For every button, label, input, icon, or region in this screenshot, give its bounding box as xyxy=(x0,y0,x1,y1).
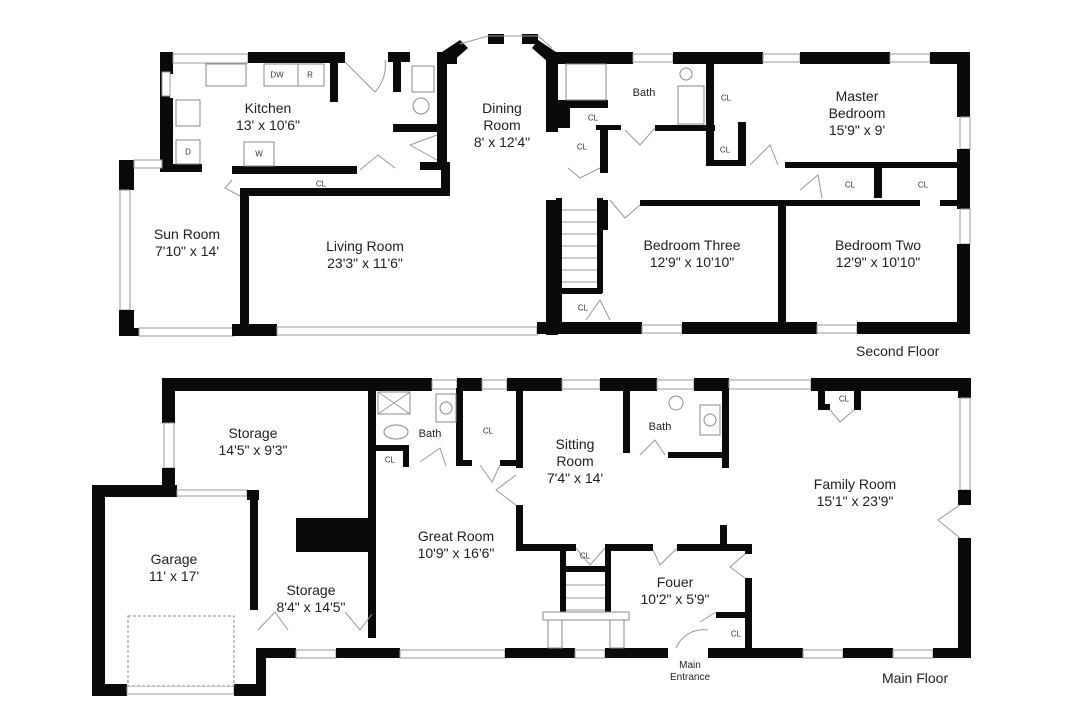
closet-label: CL xyxy=(587,113,599,123)
closet-label: CL xyxy=(844,180,856,190)
room-dining: Dining Room 8' x 12'4" xyxy=(462,100,542,151)
room-dimensions: 8'4" x 14'5" xyxy=(276,599,346,615)
room-name: Great Room xyxy=(417,528,495,544)
room-name: Bedroom Three xyxy=(643,237,741,253)
room-name: Garage xyxy=(150,551,198,567)
room-dimensions: 13' x 10'6" xyxy=(235,117,301,133)
room-name: Sitting Room xyxy=(555,436,595,469)
room-dimensions: 15'9" x 9' xyxy=(828,122,886,138)
room-dimensions: 7'4" x 14' xyxy=(546,470,604,486)
room-name: Living Room xyxy=(326,238,404,254)
room-dimensions: 10'2" x 5'9" xyxy=(640,591,710,607)
room-dimensions: 8' x 12'4" xyxy=(473,134,531,150)
room-dimensions: 7'10" x 14' xyxy=(154,243,220,259)
room-dimensions: 15'1" x 23'9" xyxy=(816,493,894,509)
room-dimensions: 11' x 17' xyxy=(148,568,200,584)
room-dimensions: 12'9" x 10'10" xyxy=(649,254,735,270)
room-great-room: Great Room 10'9" x 16'6" xyxy=(411,528,501,562)
room-name: Dining Room xyxy=(482,100,522,133)
room-name: Fouer xyxy=(656,574,694,590)
room-name: Bath xyxy=(648,421,672,433)
room-dimensions: 10'9" x 16'6" xyxy=(417,545,495,561)
room-living-room: Living Room 23'3" x 11'6" xyxy=(320,238,410,272)
closet-label: CL xyxy=(838,394,850,404)
room-storage-upper: Storage 14'5" x 9'3" xyxy=(219,425,288,459)
room-name: Master Bedroom xyxy=(828,88,886,121)
room-kitchen: Kitchen 13' x 10'6" xyxy=(236,100,300,134)
room-master-bedroom: Master Bedroom 15'9" x 9' xyxy=(807,88,907,139)
main-floor-walls xyxy=(92,378,971,696)
room-name: Bath xyxy=(418,428,442,440)
closet-label: CL xyxy=(579,551,591,561)
room-name: Family Room xyxy=(813,476,897,492)
room-bath-main-right: Bath xyxy=(649,419,672,436)
dryer-label: D xyxy=(185,147,191,157)
room-name: Sun Room xyxy=(153,226,221,242)
room-bedroom-two: Bedroom Two 12'9" x 10'10" xyxy=(833,237,923,271)
room-sitting-room: Sitting Room 7'4" x 14' xyxy=(535,436,615,487)
second-floor-fixtures xyxy=(175,59,823,321)
room-name: Bedroom Two xyxy=(834,237,922,253)
room-bath-upper: Bath xyxy=(633,85,656,102)
closet-label: CL xyxy=(315,179,327,189)
second-floor-title: Second Floor xyxy=(856,343,940,359)
dishwasher-label: DW xyxy=(270,70,284,80)
room-dimensions: 12'9" x 10'10" xyxy=(835,254,921,270)
room-name: Bath xyxy=(632,87,656,99)
washer-label: W xyxy=(255,149,263,159)
room-family-room: Family Room 15'1" x 23'9" xyxy=(810,476,900,510)
refrigerator-label: R xyxy=(307,70,313,80)
room-dimensions: 23'3" x 11'6" xyxy=(327,255,403,271)
closet-label: CL xyxy=(730,629,742,639)
room-dimensions: 14'5" x 9'3" xyxy=(218,442,288,458)
room-name: Storage xyxy=(228,425,278,441)
closet-label: CL xyxy=(384,455,396,465)
room-garage: Garage 11' x 17' xyxy=(149,551,199,585)
room-bath-main-left: Bath xyxy=(419,426,442,443)
second-floor-walls xyxy=(119,34,971,337)
closet-label: CL xyxy=(719,145,731,155)
room-bedroom-three: Bedroom Three 12'9" x 10'10" xyxy=(642,237,742,271)
closet-label: CL xyxy=(577,303,589,313)
closet-label: CL xyxy=(720,93,732,103)
closet-label: CL xyxy=(576,142,588,152)
main-entrance-label: Main Entrance xyxy=(669,660,711,683)
room-foyer: Fouer 10'2" x 5'9" xyxy=(641,574,710,608)
main-floor-fixtures xyxy=(127,391,961,687)
room-name: Kitchen xyxy=(244,100,292,116)
room-name: Storage xyxy=(286,582,336,598)
closet-label: CL xyxy=(482,426,494,436)
room-storage-lower: Storage 8'4" x 14'5" xyxy=(277,582,346,616)
room-sun-room: Sun Room 7'10" x 14' xyxy=(152,226,222,260)
closet-label: CL xyxy=(917,180,929,190)
main-floor-title: Main Floor xyxy=(882,670,949,686)
